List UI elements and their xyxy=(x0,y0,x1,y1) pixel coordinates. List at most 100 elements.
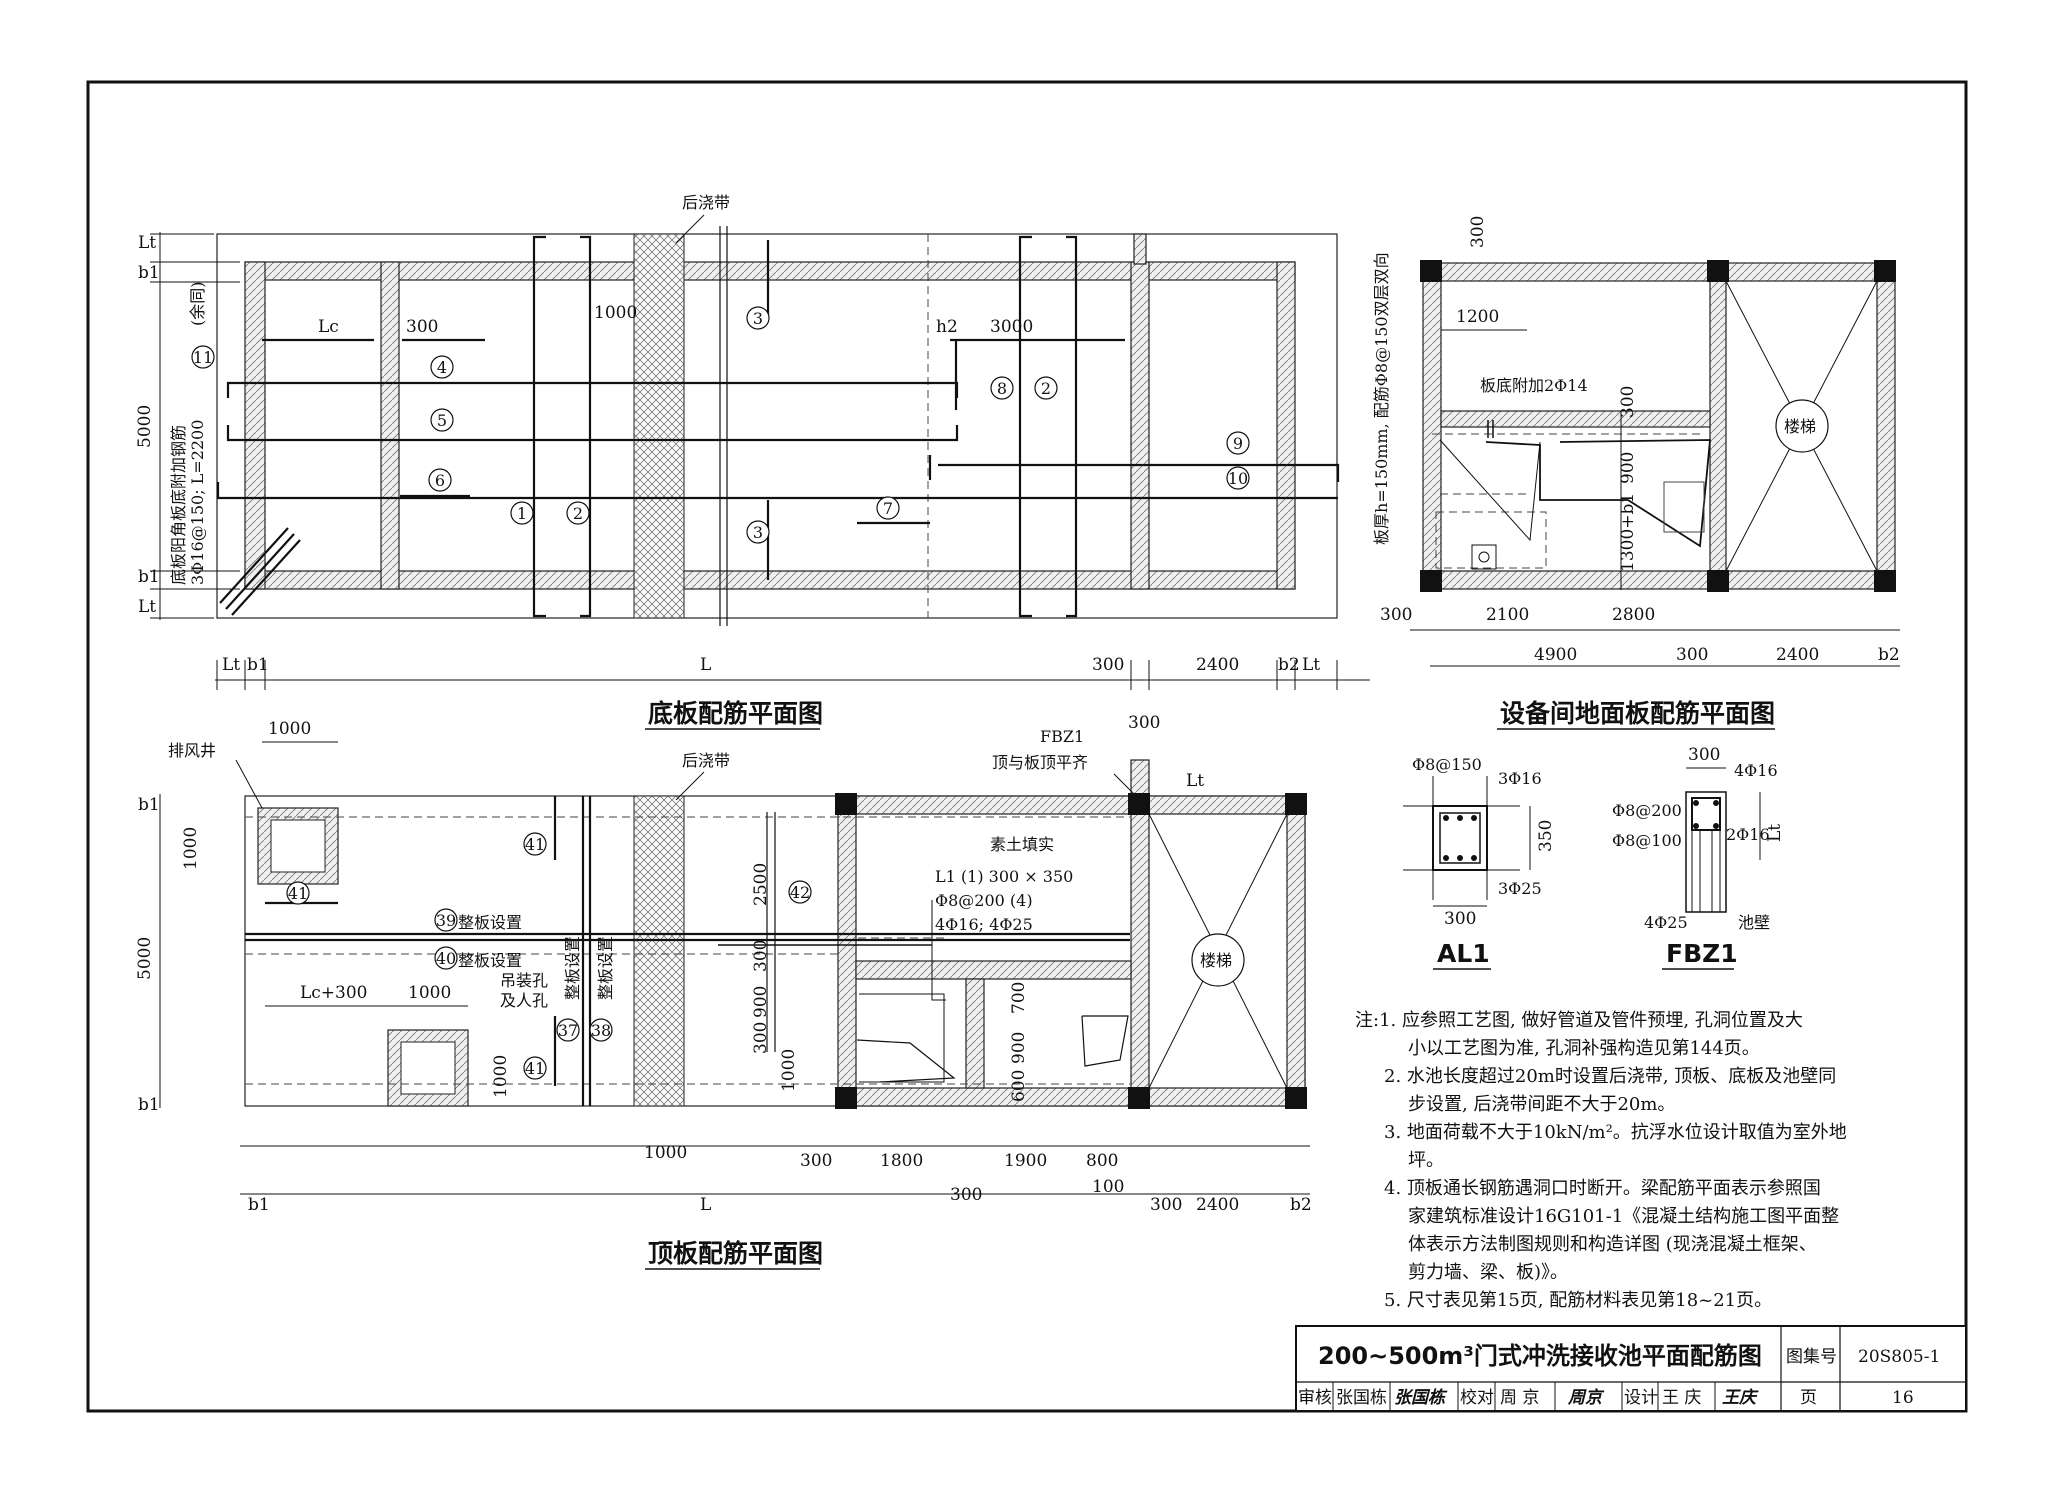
dim-300-eq-mid: 300 xyxy=(1618,386,1638,418)
note-line-9: 体表示方法制图规则和构造详图 (现浇混凝土框架、 xyxy=(1408,1234,1817,1255)
dim-b1-bot: b1 xyxy=(138,567,160,587)
dim-2400-eq: 2400 xyxy=(1776,645,1819,665)
bottom-plan-marks xyxy=(191,306,1250,544)
mark-5: 5 xyxy=(437,411,447,430)
note-line-10: 剪力墙、梁、板)》。 xyxy=(1408,1262,1568,1283)
page-no: 16 xyxy=(1892,1388,1914,1408)
dim-2100: 2100 xyxy=(1486,605,1529,625)
dim-1800: 1800 xyxy=(880,1151,923,1171)
dim-1000-vent-v: 1000 xyxy=(181,827,201,870)
dim-b1-top-bl: b1 xyxy=(138,1095,160,1115)
note-line-4: 步设置, 后浇带间距不大于20m。 xyxy=(1408,1094,1675,1115)
dim-5000-top: 5000 xyxy=(135,937,155,980)
check-label: 校对 xyxy=(1460,1388,1494,1408)
fbz1-title: FBZ1 xyxy=(1666,939,1738,968)
dim-300: 300 xyxy=(406,317,438,337)
equipment-floor-plan: 楼梯 300 1200 板底附加2Φ14 板厚h=150mm, 配筋Φ8@150… xyxy=(1372,216,1900,730)
dim-b1-left: b1 xyxy=(247,655,269,675)
dim-lt-top: Lt xyxy=(138,233,156,253)
dim-700: 700 xyxy=(1009,982,1029,1014)
reviewer: 张国栋 xyxy=(1336,1388,1387,1408)
fbz1-side: 2Φ16 xyxy=(1726,825,1770,844)
add-bar-note: 板底附加2Φ14 xyxy=(1480,376,1588,395)
dim-900-mid: 900 xyxy=(751,986,771,1018)
post-pour-band-top xyxy=(633,795,685,1107)
dim-b2-top: b2 xyxy=(1290,1195,1312,1215)
dim-1000-vent: 1000 xyxy=(268,719,311,739)
mark-8: 8 xyxy=(997,379,1007,398)
note-line-2: 小以工艺图为准, 孔洞补强构造见第144页。 xyxy=(1408,1038,1760,1059)
l1-label-b: Φ8@200 (4) xyxy=(935,891,1033,910)
stair-label-equip: 楼梯 xyxy=(1784,417,1816,436)
dim-2500: 2500 xyxy=(751,863,771,906)
fbz1-lt: Lt xyxy=(1765,824,1785,842)
dim-4900: 4900 xyxy=(1534,645,1577,665)
slab-40-label: 整板设置 xyxy=(458,951,522,970)
l1-label-a: L1 (1) 300 × 350 xyxy=(935,867,1073,886)
fbz1-wall: 池壁 xyxy=(1738,913,1770,932)
dim-h2: h2 xyxy=(936,317,958,337)
dim-300-fbz: 300 xyxy=(1128,713,1160,733)
al1-bot: 3Φ25 xyxy=(1498,879,1542,898)
mark-41c: 41 xyxy=(525,1059,545,1078)
designer: 王 庆 xyxy=(1662,1388,1701,1408)
atlas-label: 图集号 xyxy=(1786,1347,1837,1367)
note-line-3: 2. 水池长度超过20m时设置后浇带, 顶板、底板及池壁同 xyxy=(1384,1066,1836,1087)
drawing-title: 200~500m³门式冲洗接收池平面配筋图 xyxy=(1318,1342,1762,1370)
dim-b1-top: b1 xyxy=(138,263,160,283)
page-label: 页 xyxy=(1800,1388,1817,1408)
note-line-11: 5. 尺寸表见第15页, 配筋材料表见第18~21页。 xyxy=(1384,1290,1772,1311)
dim-2400: 2400 xyxy=(1196,655,1239,675)
dim-1300: 1300+b1 xyxy=(1618,493,1638,572)
equip-plan-title: 设备间地面板配筋平面图 xyxy=(1500,699,1775,728)
al1-h: 350 xyxy=(1536,820,1556,852)
mark-6: 6 xyxy=(435,471,445,490)
fbz1-top: 4Φ16 xyxy=(1734,761,1778,780)
dim-1900: 1900 xyxy=(1004,1151,1047,1171)
dim-300-eq-l: 300 xyxy=(1380,605,1412,625)
dim-b2-eq: b2 xyxy=(1878,645,1900,665)
note-line-1: 注:1. 应参照工艺图, 做好管道及管件预埋, 孔洞位置及大 xyxy=(1355,1010,1803,1031)
fbz1-label: FBZ1 xyxy=(1040,727,1084,746)
dim-lt-right: Lt xyxy=(1302,655,1320,675)
dim-L: L xyxy=(700,655,711,675)
post-pour-band-top-label: 后浇带 xyxy=(682,751,730,770)
dim-600: 600 xyxy=(1009,1070,1029,1102)
mark-38: 38 xyxy=(591,1021,611,1040)
al1-title: AL1 xyxy=(1437,939,1490,968)
slab-39-label: 整板设置 xyxy=(458,913,522,932)
title-block: 200~500m³门式冲洗接收池平面配筋图 图集号 20S805-1 审核 张国… xyxy=(1295,1325,1967,1412)
al1-section: Φ8@150 3Φ16 3Φ25 350 300 AL1 xyxy=(1403,755,1556,970)
lift-label-b: 及人孔 xyxy=(500,991,548,1010)
dim-1000-bot: 1000 xyxy=(644,1143,687,1163)
dim-1000-lift: 1000 xyxy=(408,983,451,1003)
mark-9: 9 xyxy=(1233,434,1243,453)
dim-b2: b2 xyxy=(1278,655,1300,675)
corner-bar-note-b: 3Φ16@150; L=2200 xyxy=(188,420,207,585)
vent-label: 排风井 xyxy=(168,741,216,760)
dim-2400-top: 2400 xyxy=(1196,1195,1239,1215)
al1-w: 300 xyxy=(1444,909,1476,929)
dim-300-mid2: 300 xyxy=(751,1022,771,1054)
note-line-6: 坪。 xyxy=(1408,1150,1444,1171)
checker: 周 京 xyxy=(1500,1388,1539,1408)
dim-300-eq-r: 300 xyxy=(1676,645,1708,665)
dim-3000: 3000 xyxy=(990,317,1033,337)
dim-800: 800 xyxy=(1086,1151,1118,1171)
review-label: 审核 xyxy=(1298,1388,1332,1408)
top-plan-title: 顶板配筋平面图 xyxy=(648,1239,823,1268)
bottom-plan-title: 底板配筋平面图 xyxy=(648,699,823,728)
mark-7: 7 xyxy=(883,499,893,518)
mark-40: 40 xyxy=(436,949,456,968)
bottom-slab-plan xyxy=(216,226,1340,626)
dim-300-r: 300 xyxy=(1092,655,1124,675)
fbz1-w: 300 xyxy=(1688,745,1720,765)
dim-900-r: 900 xyxy=(1009,1032,1029,1064)
fbz1-bot: 4Φ25 xyxy=(1644,913,1688,932)
note-line-8: 家建筑标准设计16G101-1《混凝土结构施工图平面整 xyxy=(1408,1206,1839,1227)
mark-2: 2 xyxy=(573,504,583,523)
lift-label-a: 吊装孔 xyxy=(500,971,548,990)
note-line-5: 3. 地面荷载不大于10kN/m²。抗浮水位设计取值为室外地 xyxy=(1384,1122,1847,1143)
slab-37-label: 整板设置 xyxy=(563,936,582,1000)
dim-100: 100 xyxy=(1092,1177,1124,1197)
